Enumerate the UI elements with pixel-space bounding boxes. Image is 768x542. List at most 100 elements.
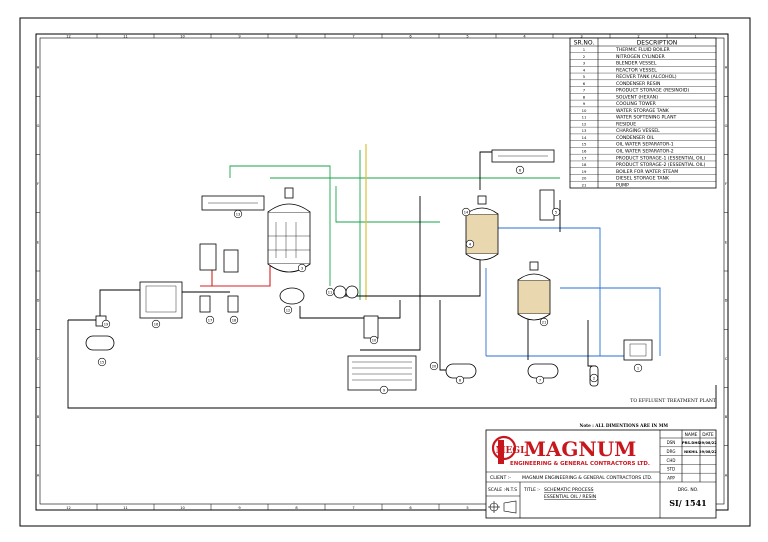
- piping: [67, 144, 717, 409]
- water-softening-plant-a: [333, 285, 347, 299]
- zone-row-label: G: [725, 124, 728, 128]
- legend-item-description: REACTOR VESSEL: [616, 67, 657, 73]
- product-storage-resinoid: [527, 363, 559, 379]
- zone-row-label: C: [37, 357, 40, 361]
- company-subtitle: ENGINEERING & GENERAL CONTRACTORS LTD.: [510, 461, 650, 467]
- zone-column-label: 10: [180, 506, 185, 510]
- legend-item-description: BOILER FOR WATER STEAM: [616, 169, 678, 175]
- pipe-steam-1: [229, 165, 331, 286]
- product-storage-essential-oil-2: [227, 295, 239, 313]
- residue-vessel: [279, 287, 305, 305]
- company-logo: MEGL: [491, 435, 527, 464]
- legend-item-number: 1: [583, 47, 586, 52]
- legend-header-description: DESCRIPTION: [637, 40, 678, 47]
- title-block: MEGL MAGNUM ENGINEERING & GENERAL CONTRA…: [485, 429, 717, 519]
- legend-item-description: PRODUCT STORAGE-1 (ESSENTIAL OIL): [616, 155, 706, 161]
- zone-row-label: B: [725, 415, 728, 419]
- callout-bubble: 13: [233, 209, 243, 219]
- callout-number: 8: [459, 378, 462, 382]
- solvent-hexan-tank: [445, 363, 477, 379]
- callout-bubble: 5: [551, 207, 561, 217]
- zone-column-label: 11: [123, 506, 128, 510]
- callout-number: 17: [208, 318, 213, 322]
- callout-bubble: 11: [325, 287, 335, 297]
- oil-water-separator-2: [223, 249, 239, 273]
- callout-bubble: 1: [633, 363, 643, 373]
- legend-item-number: 17: [582, 155, 587, 160]
- sheet-trim: [19, 17, 751, 527]
- legend-item-description: OIL WATER SEPARATOR-1: [616, 142, 674, 148]
- legend-item-description: WATER SOFTENING PLANT: [616, 115, 676, 121]
- product-storage-essential-oil-1: [199, 295, 211, 313]
- zone-column-label: 12: [66, 35, 71, 39]
- callout-bubble: 8: [455, 375, 465, 385]
- legend-item-description: CHARGING VESSEL: [616, 128, 660, 134]
- callout-number: 1: [637, 366, 639, 370]
- legend-item-description: WATER STORAGE TANK: [616, 108, 670, 114]
- legend-item-description: DIESEL STORAGE TANK: [616, 176, 670, 182]
- pipe-drain-loop: [67, 320, 717, 409]
- zone-row-label: A: [37, 473, 40, 477]
- zone-row-label: F: [725, 182, 727, 186]
- legend-item-number: 11: [582, 115, 587, 120]
- legend-item-number: 19: [582, 169, 587, 174]
- zone-row-label: F: [37, 182, 39, 186]
- callout-number: 9: [383, 388, 386, 392]
- legend-item-number: 20: [582, 176, 587, 181]
- callout-bubble: 12: [283, 305, 293, 315]
- callout-number: 21: [542, 320, 547, 324]
- callout-number: 6: [519, 168, 522, 172]
- zone-column-label: 2: [637, 35, 639, 39]
- legend-item-number: 18: [582, 162, 587, 167]
- scale-label: SCALE :-: [488, 487, 507, 493]
- zone-row-label: B: [37, 415, 40, 419]
- pipe-thermic-red: [200, 266, 271, 287]
- callout-number: 10: [372, 338, 377, 342]
- water-softening-plant-b: [345, 285, 359, 299]
- legend-item-number: 2: [583, 54, 586, 59]
- legend-item-number: 9: [583, 101, 586, 106]
- zone-column-label: 5: [466, 506, 468, 510]
- callout-number: 18: [232, 318, 237, 322]
- zone-column-label: 5: [466, 35, 468, 39]
- zone-column-label: 4: [523, 35, 526, 39]
- legend-item-description: NITROGEN CYLINDER: [616, 54, 665, 60]
- cooling-tower: [347, 355, 417, 391]
- zone-row-label: G: [37, 124, 40, 128]
- zone-row-label: D: [725, 299, 728, 303]
- zone-column-label: 10: [180, 35, 185, 39]
- legend-item-number: 13: [582, 128, 587, 133]
- callout-bubble: 19: [101, 319, 111, 329]
- zone-row-label: H: [725, 66, 728, 70]
- callout-number: 15: [100, 360, 105, 364]
- scale-value: N.T.S: [506, 487, 517, 493]
- zone-column-label: 3: [580, 35, 582, 39]
- callout-number: 19: [104, 322, 109, 326]
- thermic-fluid-boiler: [623, 339, 653, 361]
- title-line-1: SCHEMATIC PROCESS: [544, 487, 594, 493]
- callout-bubble: 3: [297, 263, 307, 273]
- zone-column-label: 9: [238, 35, 241, 39]
- zone-column-label: 1: [694, 35, 696, 39]
- legend-item-number: 8: [583, 94, 586, 99]
- projection-symbol-icon: [488, 500, 517, 514]
- client-value: MAGNUM ENGINEERING & GENERAL CONTRACTORS…: [522, 475, 652, 481]
- roles-header-name: NAME: [685, 432, 698, 438]
- legend-item-number: 5: [583, 74, 586, 79]
- zone-column-label: 8: [295, 506, 298, 510]
- oil-water-separator-1: [199, 243, 217, 271]
- callout-number: 13: [236, 212, 241, 216]
- callout-number: 14: [464, 210, 469, 214]
- legend-item-description: COOLING TOWER: [616, 101, 657, 107]
- callout-bubble: 21: [539, 317, 549, 327]
- callout-number: 16: [154, 322, 159, 326]
- zone-column-label: 8: [295, 35, 298, 39]
- pipe-process-1: [340, 246, 481, 297]
- role-label: DRG: [667, 449, 676, 454]
- callout-number: 12: [286, 308, 291, 312]
- zone-column-label: 9: [238, 506, 241, 510]
- diesel-storage-tank: [85, 335, 115, 351]
